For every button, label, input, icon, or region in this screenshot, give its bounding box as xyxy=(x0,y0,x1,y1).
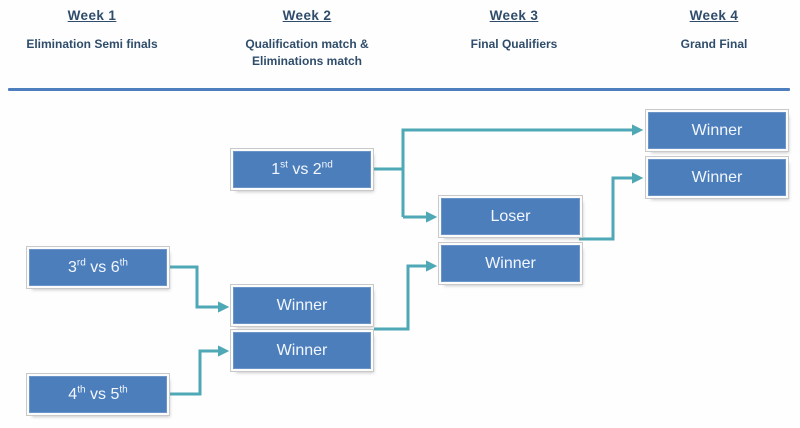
header-divider-line xyxy=(8,88,790,91)
winner-box-label: Winner xyxy=(691,168,743,186)
week-3-title: Week 3 xyxy=(489,8,539,23)
winner-box-label: Winner xyxy=(485,254,536,272)
week-2-title: Week 2 xyxy=(282,8,332,23)
week-1-title: Week 1 xyxy=(67,8,117,23)
winner-box-label: Winner xyxy=(276,341,328,359)
week-column-4: Week 4 Grand Final xyxy=(609,8,800,53)
match-box-3rd-vs-6th: 3rd vs 6th xyxy=(29,249,167,286)
winner-box-week4-top: Winner xyxy=(648,112,786,149)
connector-week2-to-week3-winner xyxy=(374,260,438,331)
loser-box-label: Loser xyxy=(490,207,531,225)
week-column-1: Week 1 Elimination Semi finals xyxy=(0,8,197,53)
match-box-4th-vs-5th: 4th vs 5th xyxy=(29,376,167,413)
week-3-subtitle: Final Qualifiers xyxy=(470,37,558,51)
connector-3v6-to-week2-winner xyxy=(167,265,230,313)
match-box-1st-vs-2nd: 1st vs 2nd xyxy=(233,151,371,188)
match-box-label: 1st vs 2nd xyxy=(271,159,333,178)
winner-box-week2-top: Winner xyxy=(233,287,371,324)
winner-box-week2-bottom: Winner xyxy=(233,332,371,369)
winner-box-label: Winner xyxy=(276,296,328,314)
connector-week3-to-grandfinal xyxy=(579,172,644,241)
winner-box-label: Winner xyxy=(691,121,743,139)
connector-4v5-to-week2-winner xyxy=(167,345,230,396)
winner-box-week4-bottom: Winner xyxy=(648,159,786,196)
week-column-3: Week 3 Final Qualifiers xyxy=(409,8,619,53)
winner-box-week3: Winner xyxy=(441,245,580,282)
week-4-title: Week 4 xyxy=(689,8,739,23)
week-2-subtitle: Qualification match & Eliminations match xyxy=(245,37,369,68)
loser-box-week3: Loser xyxy=(441,198,580,235)
week-4-subtitle: Grand Final xyxy=(680,37,748,51)
match-box-label: 3rd vs 6th xyxy=(68,257,128,276)
match-box-label: 4th vs 5th xyxy=(68,384,128,403)
week-column-2: Week 2 Qualification match & Elimination… xyxy=(202,8,412,70)
week-1-subtitle: Elimination Semi finals xyxy=(26,37,158,51)
